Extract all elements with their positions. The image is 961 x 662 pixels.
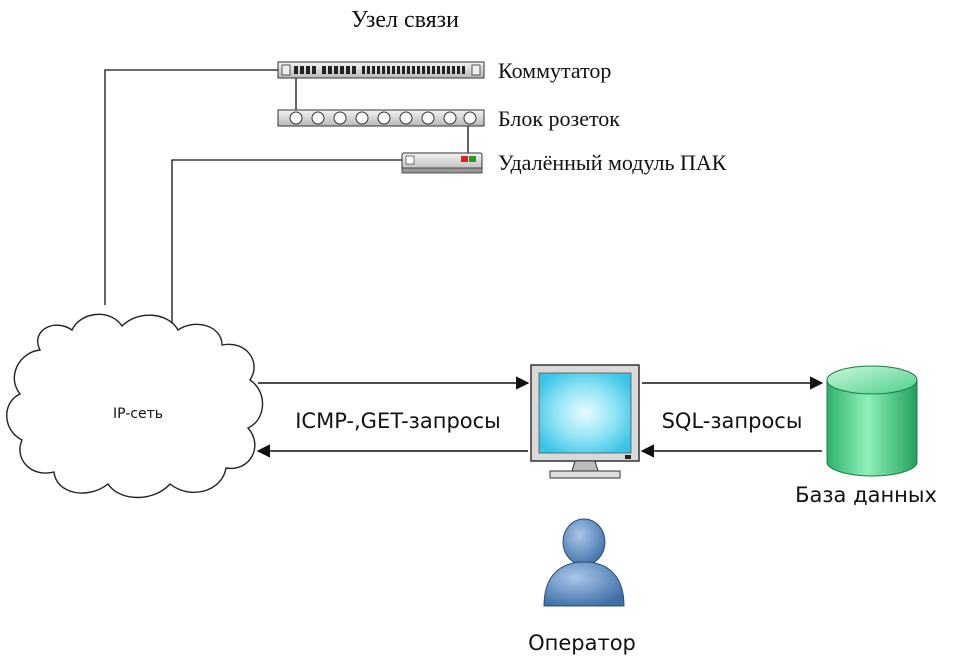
- switch-label: Коммутатор: [498, 58, 611, 83]
- database-label: База данных: [795, 483, 937, 507]
- ip-network-cloud: IP-сеть: [6, 313, 264, 499]
- db-requests-label: SQL-запросы: [662, 409, 803, 433]
- monitor-icon: [530, 364, 640, 479]
- remote-module-device: [401, 152, 483, 174]
- power-strip-label: Блок розеток: [498, 106, 620, 131]
- network-label: IP-сеть: [113, 406, 163, 422]
- cables: [104, 69, 469, 330]
- power-strip-device: [277, 109, 485, 127]
- module-to-network-cable: [171, 159, 405, 330]
- network-monitor-arrows: [256, 376, 530, 458]
- monitor-database-arrows: [640, 376, 824, 458]
- operator-label: Оператор: [528, 631, 636, 655]
- node-title: Узел связи: [351, 7, 459, 33]
- operator-icon: [543, 518, 625, 607]
- switch-to-network-cable: [104, 69, 280, 305]
- switch-device: [277, 61, 485, 79]
- database-icon: [826, 365, 918, 477]
- network-requests-label: ICMP-,GET-запросы: [295, 409, 501, 433]
- remote-module-label: Удалённый модуль ПАК: [498, 150, 727, 175]
- green-led-icon: [469, 156, 476, 162]
- red-led-icon: [461, 156, 468, 162]
- power-sockets: [289, 111, 477, 125]
- switch-ports: [294, 66, 465, 74]
